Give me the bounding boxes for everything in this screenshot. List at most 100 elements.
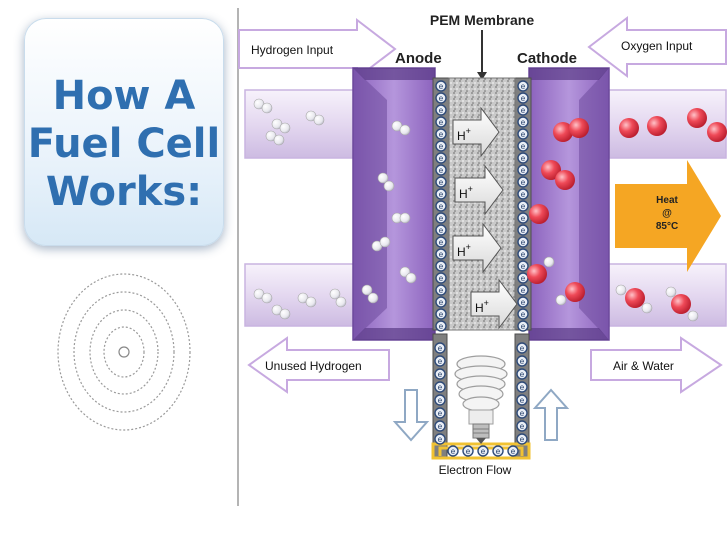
electron-bead: e (435, 236, 447, 248)
proton-arrow-4: H+ (470, 278, 518, 330)
electron-bead: e (507, 445, 519, 457)
electron-symbol: e (521, 130, 526, 139)
electron-bead: e (517, 152, 529, 164)
electron-symbol: e (439, 106, 444, 115)
electron-bead: e (435, 128, 447, 140)
electron-symbol: e (521, 118, 526, 127)
unused-hydrogen-label: Unused Hydrogen (265, 359, 362, 373)
hydrogen-molecule (377, 172, 395, 192)
oxygen-atom (565, 282, 585, 302)
proton-label: H (459, 187, 468, 201)
svg-text:H+: H+ (457, 126, 471, 143)
electron-bead: e (517, 128, 529, 140)
electron-bead: e (435, 308, 447, 320)
electron-symbol: e (521, 166, 526, 175)
electron-symbol: e (496, 447, 501, 456)
oxygen-atom (527, 264, 547, 284)
electron-bead: e (435, 152, 447, 164)
oxygen-molecules (527, 108, 727, 322)
oxygen-atom (707, 122, 727, 142)
electron-bead: e (517, 272, 529, 284)
electron-bead: e (435, 320, 447, 332)
oxygen-atom (553, 122, 573, 142)
proton-arrow-1: H+ (452, 106, 500, 158)
anode-chamber (352, 67, 436, 341)
electron-bead: e (447, 445, 459, 457)
electron-symbol: e (439, 190, 444, 199)
electron-symbol: e (521, 202, 526, 211)
title-card: How A Fuel Cell Works: (24, 18, 224, 246)
electron-symbol: e (466, 447, 471, 456)
proton-label: H (475, 301, 484, 315)
electron-symbol: e (521, 274, 526, 283)
electron-symbol: e (439, 214, 444, 223)
electron-bead: e (477, 445, 489, 457)
electron-symbol: e (521, 226, 526, 235)
electron-symbol: e (520, 396, 525, 405)
electron-bead: e (517, 176, 529, 188)
electron-symbol: e (521, 238, 526, 247)
oxygen-input-arrow: Oxygen Input (587, 15, 727, 79)
electron-bead: e (516, 420, 528, 432)
electron-symbol: e (521, 94, 526, 103)
electron-symbol: e (521, 214, 526, 223)
electron-bead: e (517, 200, 529, 212)
electron-bead: e (435, 140, 447, 152)
hydrogen-input-label: Hydrogen Input (251, 43, 334, 57)
electron-symbol: e (520, 344, 525, 353)
electron-flow-up-arrow (532, 388, 570, 441)
electron-symbol: e (438, 370, 443, 379)
svg-text:H+: H+ (459, 184, 473, 201)
electron-bead: e (434, 355, 446, 367)
oxygen-atom (625, 288, 645, 308)
water-h-atom (687, 310, 699, 322)
electron-bead: e (434, 407, 446, 419)
electron-symbol: e (521, 298, 526, 307)
electron-symbol: e (521, 154, 526, 163)
electron-bead: e (435, 284, 447, 296)
electron-symbol: e (520, 409, 525, 418)
electron-bead: e (517, 248, 529, 260)
electron-bead: e (517, 104, 529, 116)
hydrogen-molecule (297, 292, 317, 308)
electron-bead: e (434, 342, 446, 354)
electron-symbol: e (521, 250, 526, 259)
electron-bead: e (517, 116, 529, 128)
air-water-arrow: Air & Water (590, 336, 723, 394)
electron-symbol: e (439, 262, 444, 271)
electron-bead: e (516, 368, 528, 380)
electron-bead: e (516, 394, 528, 406)
light-bulb-icon (454, 355, 508, 444)
electron-bead: e (517, 260, 529, 272)
electron-symbol: e (439, 322, 444, 331)
electron-bead: e (517, 140, 529, 152)
hydrogen-molecule (305, 110, 325, 126)
svg-text:H+: H+ (457, 242, 471, 259)
cathode-chamber (528, 67, 610, 341)
electron-symbol: e (439, 94, 444, 103)
electron-bead: e (517, 284, 529, 296)
electron-symbol: e (520, 357, 525, 366)
electron-symbol: e (439, 286, 444, 295)
svg-text:H+: H+ (475, 298, 489, 315)
water-h-atom (665, 286, 677, 298)
proton-charge: + (466, 126, 471, 136)
oxygen-atom (541, 160, 561, 180)
pem-membrane-label: PEM Membrane (430, 12, 534, 28)
heat-at-label: @ (662, 208, 672, 219)
electron-symbol: e (439, 274, 444, 283)
electron-bead: e (517, 164, 529, 176)
electron-bead: e (517, 92, 529, 104)
electron-bead: e (435, 176, 447, 188)
electron-bead: e (492, 445, 504, 457)
electron-bead: e (434, 368, 446, 380)
electron-symbol: e (439, 130, 444, 139)
electron-bead: e (517, 188, 529, 200)
pem-membrane-pointer-head (477, 72, 487, 80)
fuel-cell-diagram: PEM Membrane Hydrogen Input Oxygen Input… (237, 8, 727, 506)
proton-label: H (457, 245, 466, 259)
electron-symbol: e (438, 396, 443, 405)
electron-bead: e (435, 104, 447, 116)
